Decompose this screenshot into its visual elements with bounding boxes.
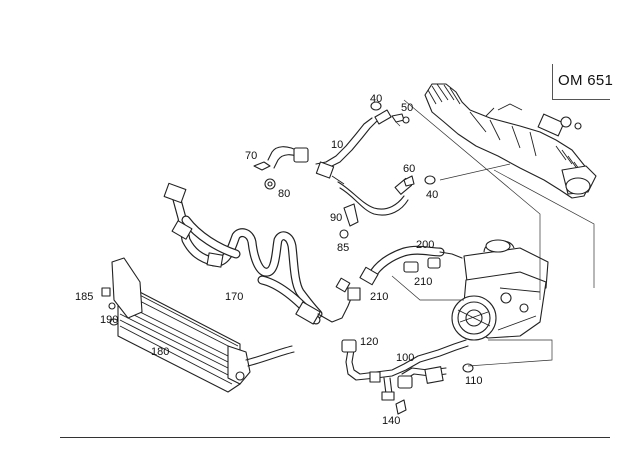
oil-cooler <box>101 257 295 393</box>
bolt-50 <box>391 113 405 123</box>
callout-40-upper: 40 <box>370 93 382 105</box>
callout-70: 70 <box>245 150 257 162</box>
footer-rule <box>60 437 610 438</box>
callout-85: 85 <box>337 242 349 254</box>
hose-line-170 <box>163 182 361 325</box>
bolt-140 <box>395 399 407 415</box>
hose-line-200 <box>359 245 463 286</box>
nut-85 <box>339 229 349 239</box>
hose-line-10 <box>267 109 413 216</box>
bolt-70 <box>253 161 271 171</box>
hose-line-100-120 <box>341 339 469 401</box>
seal-ring-40a <box>370 101 382 111</box>
callout-110: 110 <box>465 375 483 387</box>
callout-170: 170 <box>225 291 243 303</box>
bolt-60 <box>403 175 415 187</box>
callout-40-lower: 40 <box>426 189 438 201</box>
callout-190: 190 <box>100 314 118 326</box>
seal-ring-40b <box>424 175 436 185</box>
callout-185: 185 <box>75 291 93 303</box>
callout-10: 10 <box>331 139 343 151</box>
callout-120: 120 <box>360 336 378 348</box>
callout-90: 90 <box>330 212 342 224</box>
callout-200: 200 <box>416 239 434 251</box>
callout-210-left: 210 <box>370 291 388 303</box>
bracket-90 <box>343 203 359 227</box>
pump-assembly <box>451 239 549 341</box>
callout-140: 140 <box>382 415 400 427</box>
engine-code-label: OM 651 <box>558 72 614 89</box>
callout-180: 180 <box>151 346 169 358</box>
callout-60: 60 <box>403 163 415 175</box>
fasteners <box>109 101 474 415</box>
engine-code-box <box>552 64 610 100</box>
seal-ring-110 <box>462 363 474 373</box>
leader-lines <box>391 99 595 367</box>
callout-210-right: 210 <box>414 276 432 288</box>
steering-gear <box>424 83 597 199</box>
callout-labels: 40 50 10 70 80 60 40 90 85 200 210 210 1… <box>75 93 483 427</box>
ring-190 <box>109 318 119 326</box>
callout-100: 100 <box>396 352 414 364</box>
callout-50: 50 <box>401 102 413 114</box>
callout-80: 80 <box>278 188 290 200</box>
